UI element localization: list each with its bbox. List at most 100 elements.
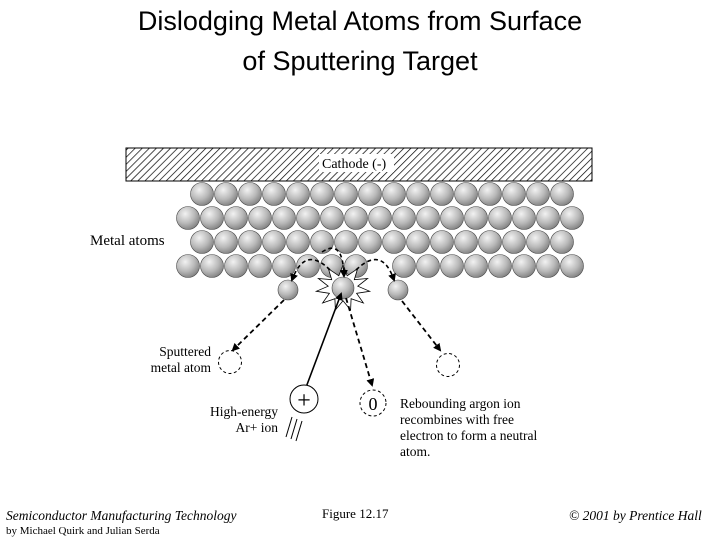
metal-atom: [224, 206, 248, 230]
metal-atom: [224, 254, 248, 278]
metal-atom: [200, 254, 224, 278]
metal-atom: [440, 206, 464, 230]
metal-atom: [502, 230, 526, 254]
metal-atom: [488, 254, 512, 278]
neutral-argon-symbol: 0: [369, 394, 378, 414]
sputtered-label-line-2: metal atom: [150, 360, 211, 375]
metal-atom: [344, 254, 368, 278]
metal-atom: [310, 230, 334, 254]
rebound-label-line-2: recombines with free: [400, 412, 514, 427]
metal-atom: [512, 254, 536, 278]
momentum-arc-center: [321, 247, 348, 278]
sputtered-atom-trajectory-right: [401, 300, 442, 352]
sputtered-atom-outline-right: [436, 353, 460, 377]
metal-atom: [190, 182, 214, 206]
metal-atom: [560, 206, 584, 230]
metal-atom: [214, 182, 238, 206]
high-energy-ion-label: High-energy Ar+ ion: [196, 404, 278, 436]
metal-atom: [478, 182, 502, 206]
metal-atom: [344, 206, 368, 230]
metal-atom: [272, 254, 296, 278]
metal-atom: [334, 182, 358, 206]
metal-atom: [358, 230, 382, 254]
diagram-title-line-1: Dislodging Metal Atoms from Surface: [137, 6, 583, 36]
metal-atom: [550, 230, 574, 254]
metal-atom: [454, 230, 478, 254]
metal-atom: [214, 230, 238, 254]
metal-atom: [502, 182, 526, 206]
cathode-label-background: [319, 154, 394, 172]
metal-atom: [320, 206, 344, 230]
metal-atom: [176, 254, 200, 278]
metal-atom: [464, 206, 488, 230]
metal-atom: [262, 230, 286, 254]
diagram-title-line-2: of Sputtering Target: [242, 46, 478, 76]
metal-atom: [416, 206, 440, 230]
metal-atom: [488, 206, 512, 230]
metal-atom: [368, 206, 392, 230]
metal-atom: [248, 206, 272, 230]
ion-label-line-1: High-energy: [210, 404, 278, 419]
metal-atom-lattice: [176, 182, 584, 278]
metal-atom: [238, 230, 262, 254]
footer-book-title: Semiconductor Manufacturing Technology: [6, 508, 237, 523]
dislodged-atom-left: [277, 279, 299, 301]
metal-atom: [526, 230, 550, 254]
metal-atom: [296, 254, 320, 278]
sputtered-atom-outline-left: [218, 350, 242, 374]
copyright-notice: © 2001 by Prentice Hall: [569, 508, 702, 523]
ion-motion-line-3: [295, 420, 303, 442]
metal-atom: [430, 230, 454, 254]
metal-atom: [536, 254, 560, 278]
metal-atom: [238, 182, 262, 206]
rebound-label-line-4: atom.: [400, 444, 431, 459]
dislodged-atom-right: [387, 279, 409, 301]
metal-atom: [392, 206, 416, 230]
metal-atom: [310, 182, 334, 206]
rebounding-ion-label: Rebounding argon ion recombines with fre…: [400, 396, 537, 460]
metal-atom: [272, 206, 296, 230]
metal-atom: [200, 206, 224, 230]
ion-motion-line-1: [285, 416, 293, 438]
metal-atom: [286, 230, 310, 254]
argon-ion: [289, 384, 319, 414]
argon-ion-plus-symbol: +: [297, 388, 311, 414]
metal-atom: [478, 230, 502, 254]
metal-atom: [382, 182, 406, 206]
metal-atom: [406, 182, 430, 206]
metal-atom: [512, 206, 536, 230]
sputtered-metal-atom-label: Sputtered metal atom: [139, 344, 211, 376]
metal-atom: [334, 230, 358, 254]
metal-atom: [464, 254, 488, 278]
metal-atom: [392, 254, 416, 278]
rebound-label-line-3: electron to form a neutral: [400, 428, 538, 443]
figure-number: Figure 12.17: [322, 506, 389, 521]
metal-atom: [382, 230, 406, 254]
neutral-argon-atom: [359, 389, 387, 417]
metal-atom: [526, 182, 550, 206]
metal-atom: [440, 254, 464, 278]
metal-atoms-label: Metal atoms: [90, 233, 165, 249]
metal-atom: [454, 182, 478, 206]
metal-atom: [262, 182, 286, 206]
metal-atom: [550, 182, 574, 206]
ion-label-line-2: Ar+ ion: [235, 420, 278, 435]
cathode-label: Cathode (-): [322, 157, 386, 172]
sputtered-atom-trajectory-left: [231, 299, 285, 352]
rebound-label-line-1: Rebounding argon ion: [400, 396, 521, 411]
sputtered-label-line-1: Sputtered: [159, 344, 211, 359]
metal-atom: [176, 206, 200, 230]
metal-atom: [430, 182, 454, 206]
metal-atom: [190, 230, 214, 254]
metal-atom: [560, 254, 584, 278]
metal-atom: [296, 206, 320, 230]
metal-atom: [406, 230, 430, 254]
metal-atom: [536, 206, 560, 230]
metal-atom: [248, 254, 272, 278]
metal-atom: [358, 182, 382, 206]
argon-ion-rebound-path: [345, 297, 375, 387]
dislodged-atom-center: [331, 276, 355, 300]
footer-authors: by Michael Quirk and Julian Serda: [6, 525, 160, 537]
cathode-plate: [125, 147, 593, 182]
